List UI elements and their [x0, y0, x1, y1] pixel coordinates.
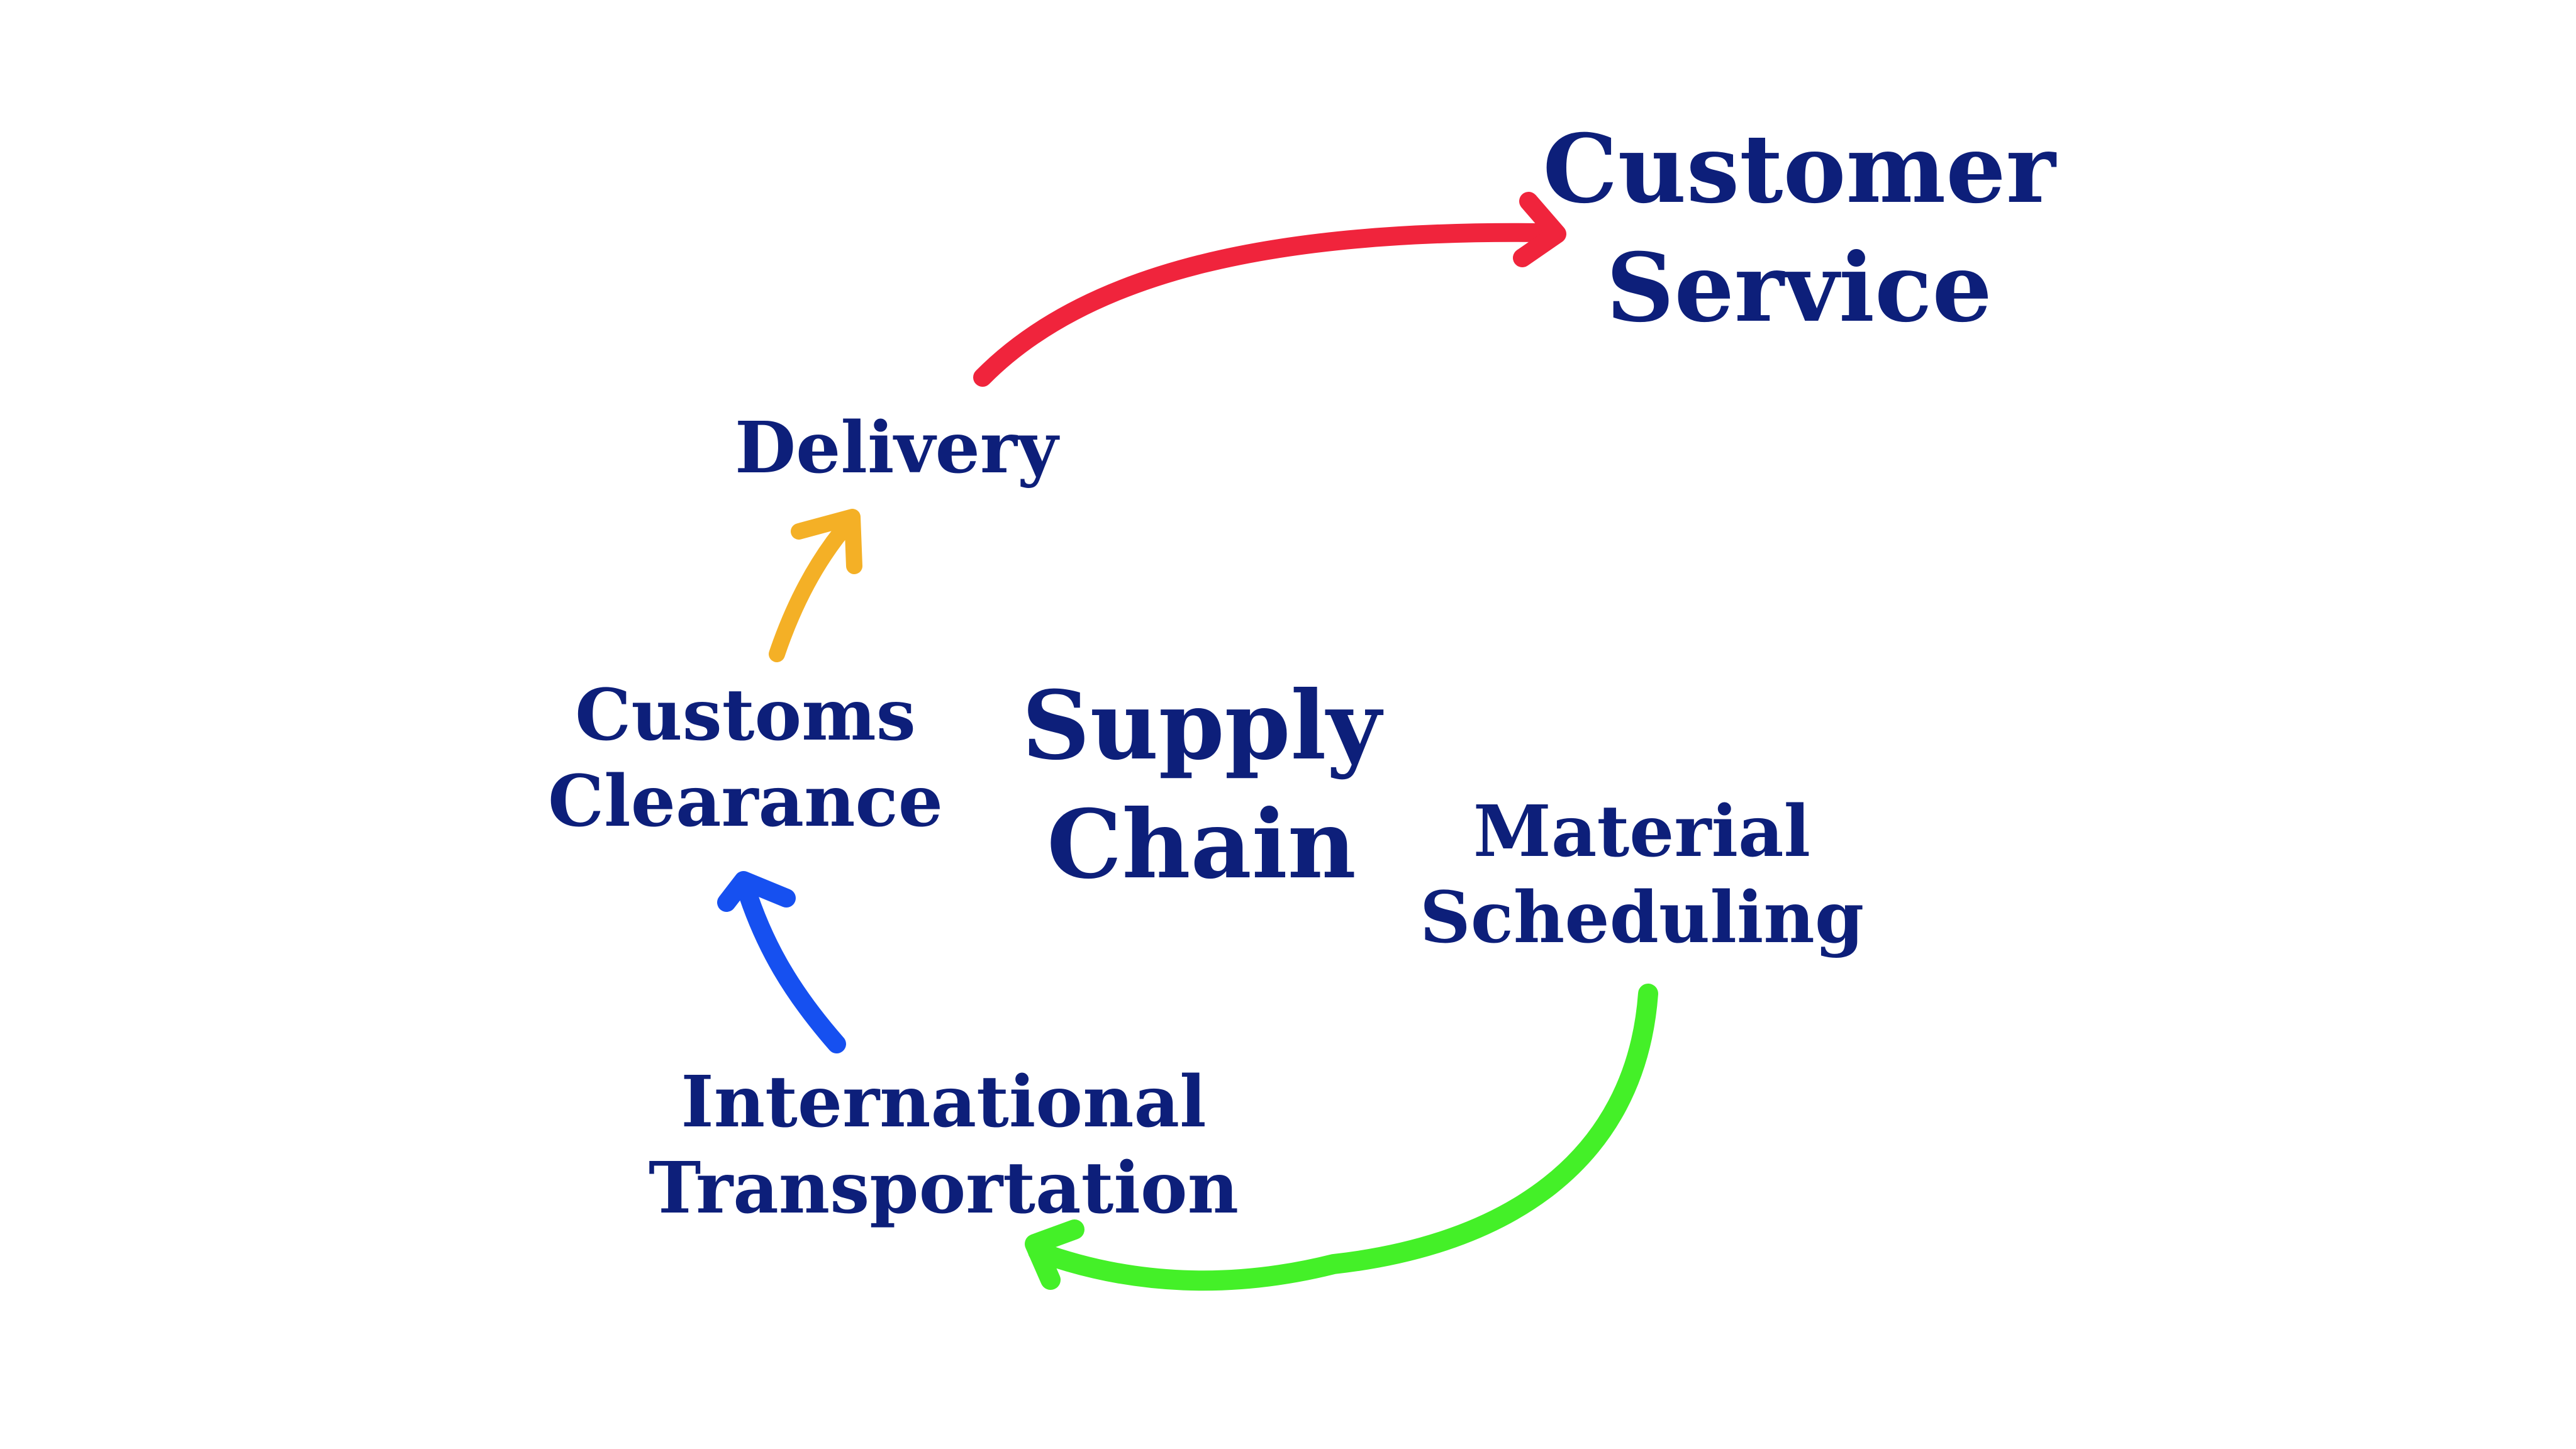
arrow-customs-to-delivery	[769, 509, 862, 662]
arrow-head	[791, 509, 862, 574]
goal-line-1: Customer	[1542, 114, 2056, 225]
material-line-2: Scheduling	[1419, 876, 1865, 959]
customs-line-2: Clearance	[548, 760, 943, 843]
center-title-line-2: Chain	[1047, 789, 1356, 900]
delivery-line-1: Delivery	[735, 407, 1058, 489]
transport-line-1: International	[681, 1061, 1207, 1143]
goal-label-customer-service: Customer Service	[1542, 110, 2055, 348]
arrow-head	[717, 871, 796, 912]
customs-line-1: Customs	[575, 674, 916, 757]
center-title-line-1: Supply	[1022, 670, 1381, 781]
material-line-1: Material	[1473, 791, 1811, 873]
arrow-material-to-transport	[1025, 984, 1658, 1291]
transport-line-2: Transportation	[649, 1146, 1239, 1230]
arrow-shaft	[769, 514, 857, 662]
step-label-international-transportation: International Transportation	[649, 1060, 1239, 1231]
arrow-transport-to-customs	[717, 871, 846, 1053]
step-label-customs-clearance: Customs Clearance	[548, 673, 943, 845]
arrow-head	[1025, 1219, 1084, 1290]
goal-line-2: Service	[1606, 233, 1992, 343]
arrow-shaft	[736, 877, 846, 1053]
arrow-delivery-to-customer-service	[973, 192, 1566, 387]
arrow-shaft	[1028, 984, 1658, 1291]
arrow-shaft	[973, 223, 1551, 387]
center-title-supply-chain: Supply Chain	[1022, 667, 1381, 904]
step-label-material-scheduling: Material Scheduling	[1420, 789, 1864, 961]
step-label-delivery: Delivery	[735, 406, 1058, 492]
arrow-head	[1513, 192, 1566, 267]
